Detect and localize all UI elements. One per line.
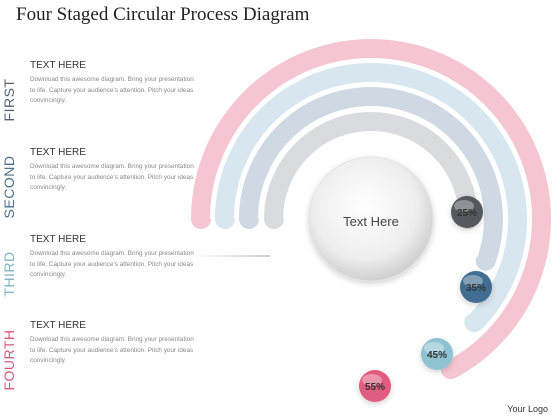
badge-text-third: 45% <box>427 350 447 361</box>
arc-layer <box>191 39 551 380</box>
stage-heading-second: TEXT HERE <box>30 147 86 158</box>
arc-third <box>215 63 527 333</box>
stage-third: THIRD TEXT HERE Download this awesome di… <box>0 234 210 314</box>
badge-highlight-first <box>454 200 474 212</box>
arc-first <box>264 112 478 229</box>
badge-circle-first <box>451 196 483 228</box>
stage-body-fourth: Download this awesome diagram. Bring you… <box>30 336 194 364</box>
stage-second: SECOND TEXT HERE Download this awesome d… <box>0 147 210 227</box>
badge-highlight-fourth <box>362 374 382 386</box>
logo-text: Your Logo <box>507 404 548 414</box>
badge-circle-third <box>421 338 453 370</box>
badge-highlight-third <box>424 342 444 354</box>
badge-highlight-second <box>463 275 483 287</box>
badge-text-second: 35% <box>466 283 486 294</box>
stage-heading-first: TEXT HERE <box>30 60 86 71</box>
arc-second <box>239 87 503 271</box>
badge-layer: 25% 35% 45% 55% <box>359 196 492 402</box>
badge-first: 25% <box>451 196 483 228</box>
badge-text-first: 25% <box>457 208 477 219</box>
divider-line <box>195 255 270 257</box>
badge-second: 35% <box>460 271 492 303</box>
stage-body-second: Download this awesome diagram. Bring you… <box>30 163 194 191</box>
badge-third: 45% <box>421 338 453 370</box>
arc-edge-second <box>258 106 484 258</box>
arc-edge-fourth <box>210 58 532 362</box>
stage-heading-fourth: TEXT HERE <box>30 320 86 331</box>
stage-body-third: Download this awesome diagram. Bring you… <box>30 250 194 278</box>
page-title: Four Staged Circular Process Diagram <box>16 4 310 25</box>
arc-edge-third <box>234 82 508 316</box>
arc-fourth <box>191 39 551 380</box>
badge-text-fourth: 55% <box>365 382 385 393</box>
badge-fourth: 55% <box>359 370 391 402</box>
stage-fourth: FOURTH TEXT HERE Download this awesome d… <box>0 320 210 400</box>
badge-circle-second <box>460 271 492 303</box>
stage-heading-third: TEXT HERE <box>30 234 86 245</box>
center-circle <box>308 156 434 282</box>
badge-circle-fourth <box>359 370 391 402</box>
arc-edge-first <box>283 131 459 220</box>
center-text: Text Here <box>343 214 399 229</box>
stage-first: FIRST TEXT HERE Download this awesome di… <box>0 60 210 140</box>
stage-body-first: Download this awesome diagram. Bring you… <box>30 76 194 104</box>
